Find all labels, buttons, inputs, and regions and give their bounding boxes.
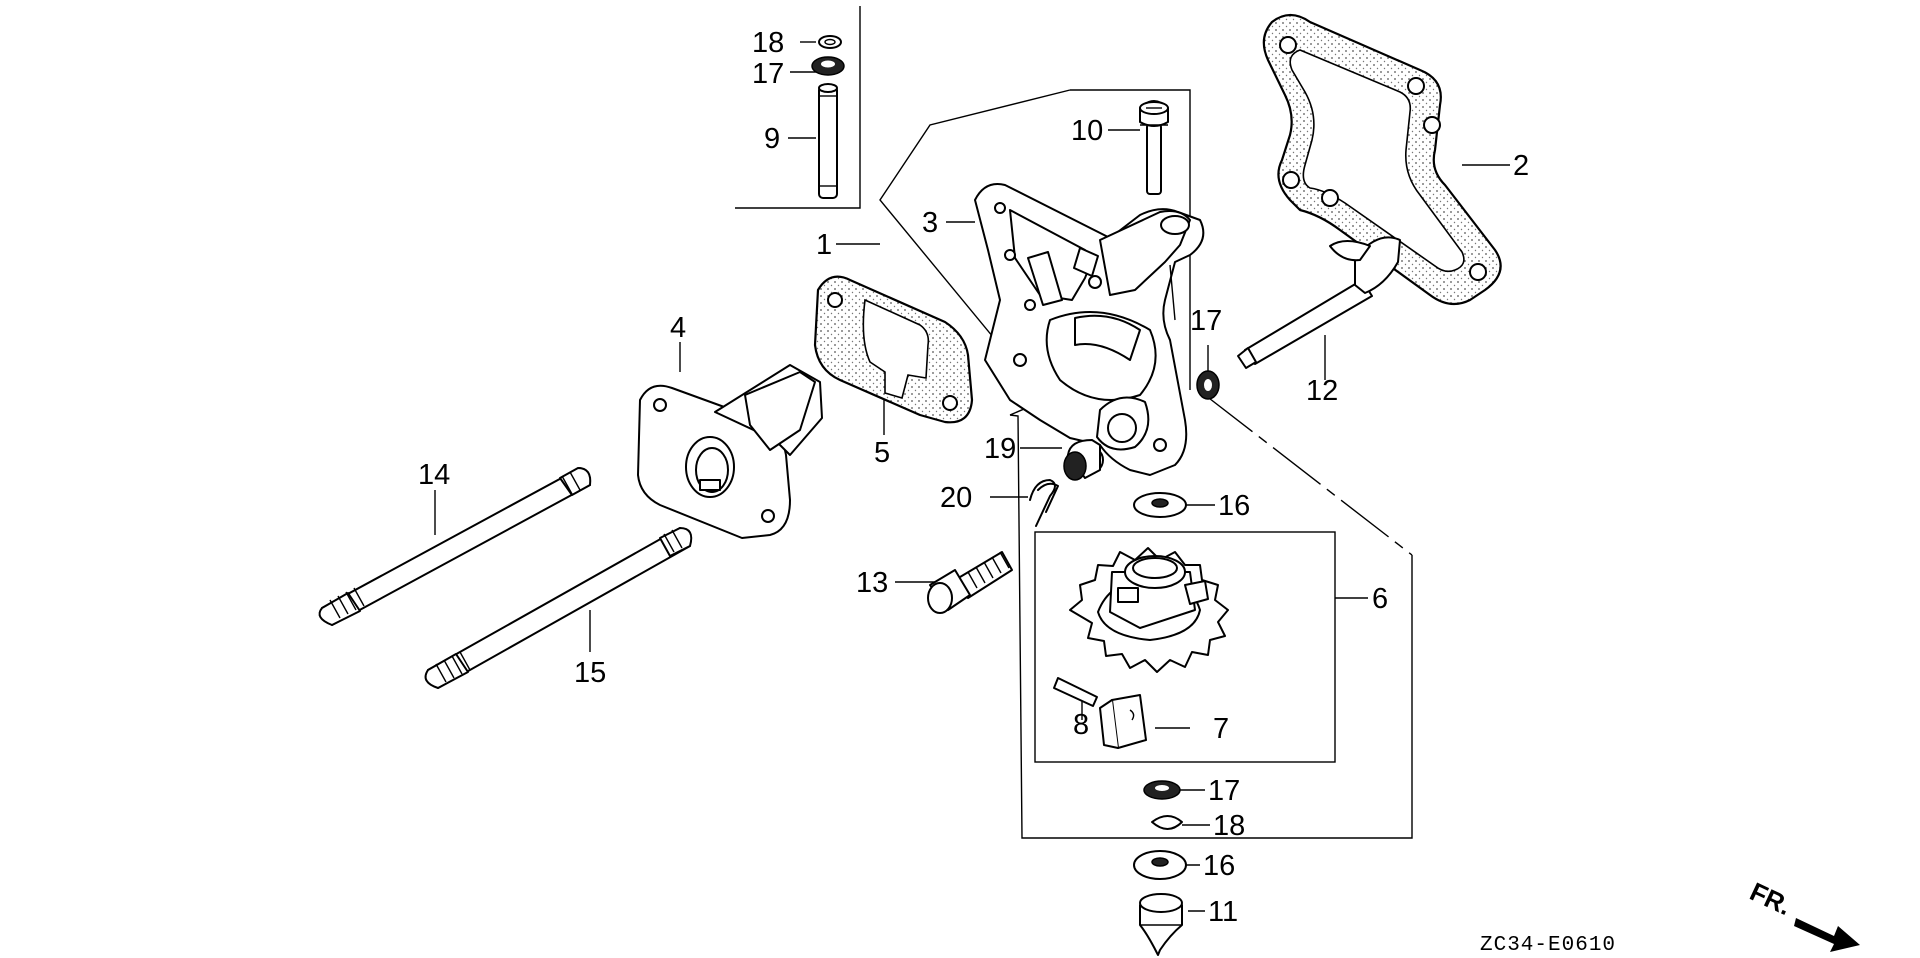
callout-17-top: 17 [752,58,784,90]
callout-6: 6 [1372,583,1388,615]
callout-15: 15 [574,657,606,689]
stud-bolt-part-15 [424,527,693,689]
washer-part-16-lower [1133,850,1187,880]
spacer-part-4 [637,364,823,539]
callout-13: 13 [856,567,888,599]
leader-lines [434,41,1510,912]
callout-3: 3 [922,207,938,239]
circlip-part-18-lower [1151,815,1183,830]
pin-part-8 [1053,677,1098,707]
diagram-code: ZC34-E0610 [1480,934,1616,957]
washer-part-17-lower [1143,780,1181,800]
screw-part-10 [1139,100,1169,195]
governor-arm-part-12 [1237,236,1401,369]
callout-17-side: 17 [1190,305,1222,337]
callout-10: 10 [1071,115,1103,147]
callout-19: 19 [984,433,1016,465]
front-marker-label: FR. [1745,876,1796,921]
weight-part-7 [1099,694,1147,749]
callout-20: 20 [940,482,972,514]
assembly-bracket-lines [735,6,1413,839]
callout-5: 5 [874,437,890,469]
callout-12: 12 [1306,375,1338,407]
callout-18-lower: 18 [1213,810,1245,842]
front-arrow-icon [1794,918,1860,952]
gasket-part-2 [1262,13,1502,306]
washer-part-17-side [1196,370,1220,400]
bolt-part-13 [927,551,1013,614]
shaft-part-9 [818,83,838,199]
washer-part-16-upper [1133,492,1187,518]
stud-bolt-part-14 [318,467,592,626]
callout-14: 14 [418,459,450,491]
gasket-part-5 [813,275,974,424]
callout-7: 7 [1213,713,1229,745]
front-direction-marker: FR. [1745,876,1860,952]
callout-4: 4 [670,312,686,344]
callout-16-lower: 16 [1203,850,1235,882]
callout-8: 8 [1073,709,1089,741]
circlip-part-18-top [818,35,842,49]
cap-part-11 [1139,893,1183,956]
callout-9: 9 [764,123,780,155]
callout-16-upper: 16 [1218,490,1250,522]
callout-18-top: 18 [752,27,784,59]
callout-11: 11 [1208,896,1238,928]
collar-part-19 [1063,439,1104,481]
clip-part-20 [1029,479,1059,527]
callout-1: 1 [816,229,832,261]
callout-2: 2 [1513,150,1529,182]
washer-part-17-top [811,56,845,76]
governor-housing-part-3 [974,183,1205,476]
callout-17-lower: 17 [1208,775,1240,807]
governor-gear-part-6 [1069,547,1229,673]
callout-labels: 18 17 9 10 2 1 3 17 12 4 5 19 20 16 6 13… [418,27,1529,928]
